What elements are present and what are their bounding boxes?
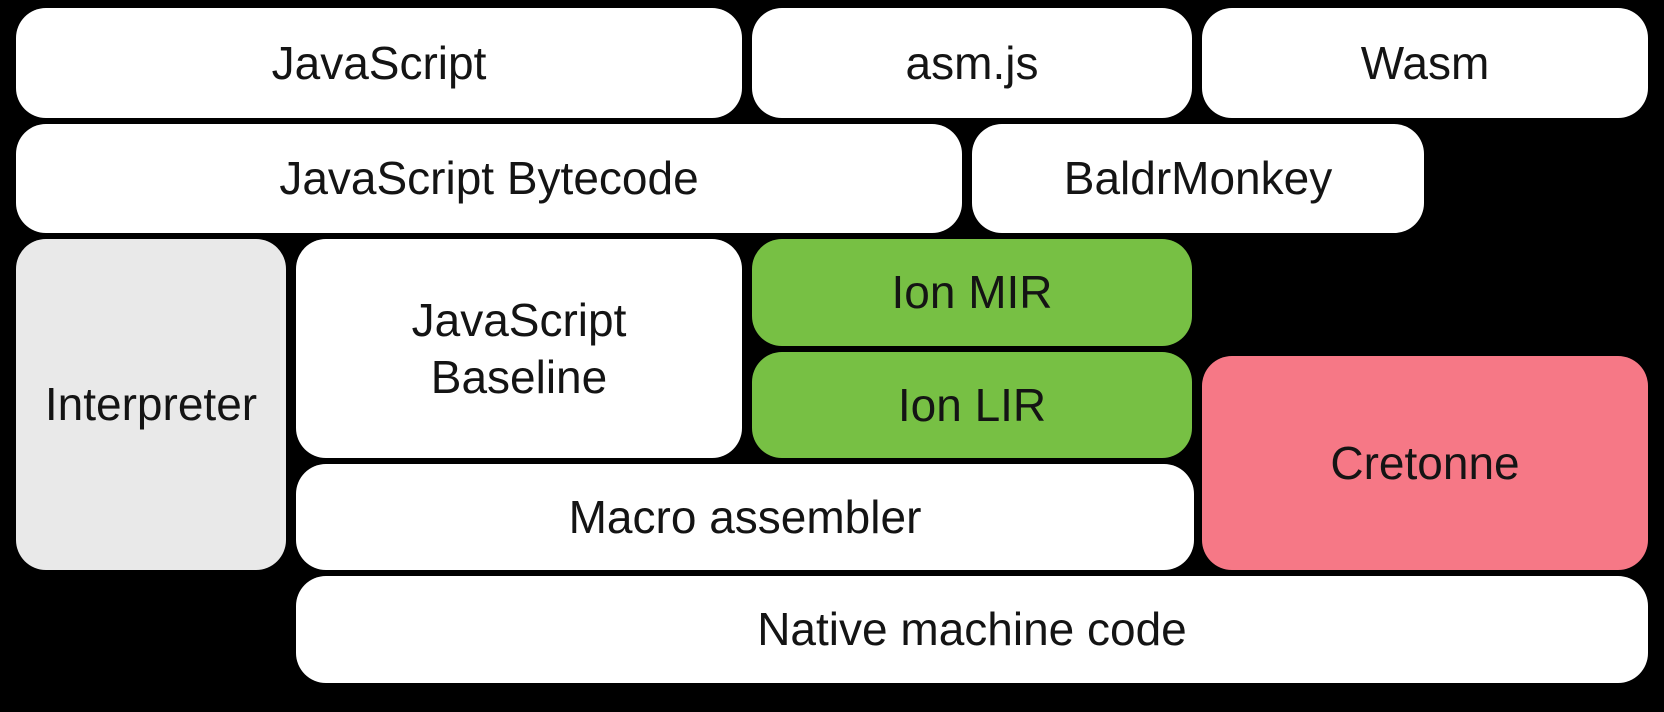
box-asm-js: asm.js <box>752 8 1192 118</box>
box-label-wasm: Wasm <box>1360 36 1490 89</box>
box-label-ion-lir: Ion LIR <box>897 378 1047 431</box>
box-cretonne: Cretonne <box>1202 356 1648 570</box>
box-wasm: Wasm <box>1202 8 1648 118</box>
box-javascript: JavaScript <box>16 8 742 118</box>
box-native-machine-code: Native machine code <box>296 576 1648 683</box>
box-baldrmonkey: BaldrMonkey <box>972 124 1424 233</box>
box-javascript-bytecode: JavaScript Bytecode <box>16 124 962 233</box>
box-label-ion-mir: Ion MIR <box>891 266 1053 319</box>
box-javascript-baseline: JavaScript Baseline <box>296 239 742 458</box>
box-label-cretonne: Cretonne <box>1330 436 1520 489</box>
box-label-javascript-bytecode: JavaScript Bytecode <box>279 152 699 205</box>
box-label-asm-js: asm.js <box>905 36 1039 89</box>
box-label-baldrmonkey: BaldrMonkey <box>1063 152 1333 205</box>
box-macro-assembler: Macro assembler <box>296 464 1194 570</box>
box-label-native-machine-code: Native machine code <box>757 603 1187 656</box>
box-label-macro-assembler: Macro assembler <box>568 490 922 543</box>
box-ion-lir: Ion LIR <box>752 352 1192 458</box>
box-ion-mir: Ion MIR <box>752 239 1192 346</box>
box-label-javascript: JavaScript <box>271 36 487 89</box>
box-label-javascript-baseline: JavaScript Baseline <box>411 294 627 403</box>
box-label-interpreter: Interpreter <box>44 378 258 431</box>
box-interpreter: Interpreter <box>16 239 286 570</box>
